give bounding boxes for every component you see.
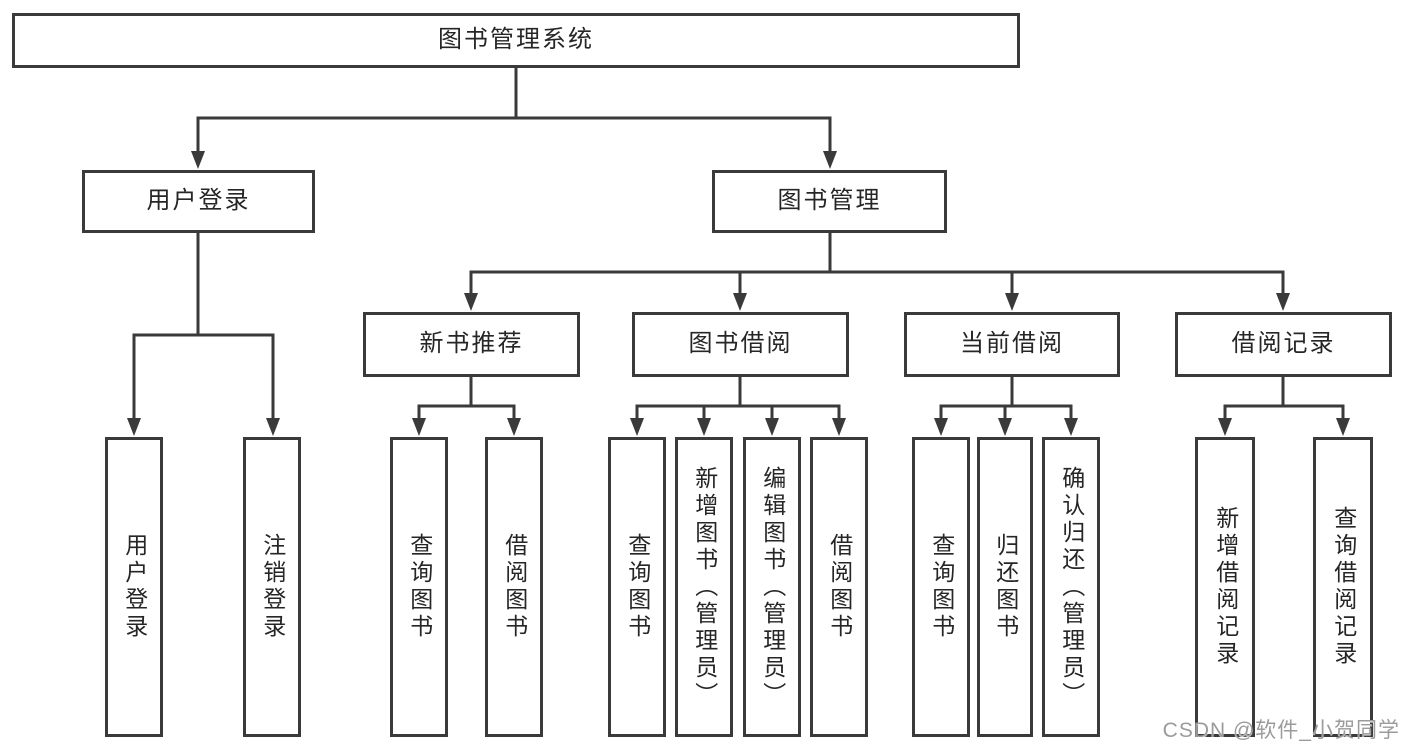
- leaf-add-books-admin: 新增图书（管理员）: [675, 437, 733, 737]
- node-book-borrowing: 图书借阅: [632, 312, 849, 377]
- leaf-query-books-current: 查询图书: [912, 437, 970, 737]
- leaf-borrow-books-borrowing: 借阅图书: [810, 437, 868, 737]
- node-user-login: 用户登录: [82, 170, 315, 233]
- node-borrowing-records: 借阅记录: [1175, 312, 1392, 377]
- leaf-query-books-recommend: 查询图书: [390, 437, 448, 737]
- leaf-confirm-return-admin: 确认归还（管理员）: [1042, 437, 1100, 737]
- node-new-book-recommendation: 新书推荐: [363, 312, 580, 377]
- node-library-management-system: 图书管理系统: [12, 13, 1020, 68]
- leaf-query-borrow-record: 查询借阅记录: [1313, 437, 1373, 737]
- leaf-user-login: 用户登录: [105, 437, 163, 737]
- node-current-borrowing: 当前借阅: [904, 312, 1120, 377]
- leaf-edit-books-admin: 编辑图书（管理员）: [743, 437, 801, 737]
- leaf-borrow-books-recommend: 借阅图书: [485, 437, 543, 737]
- leaf-logout: 注销登录: [243, 437, 301, 737]
- leaf-return-books: 归还图书: [977, 437, 1033, 737]
- csdn-watermark: CSDN @软件_小贺同学: [1162, 719, 1400, 742]
- leaf-add-borrow-record: 新增借阅记录: [1195, 437, 1255, 737]
- leaf-query-books-borrowing: 查询图书: [608, 437, 666, 737]
- node-book-management: 图书管理: [712, 170, 947, 233]
